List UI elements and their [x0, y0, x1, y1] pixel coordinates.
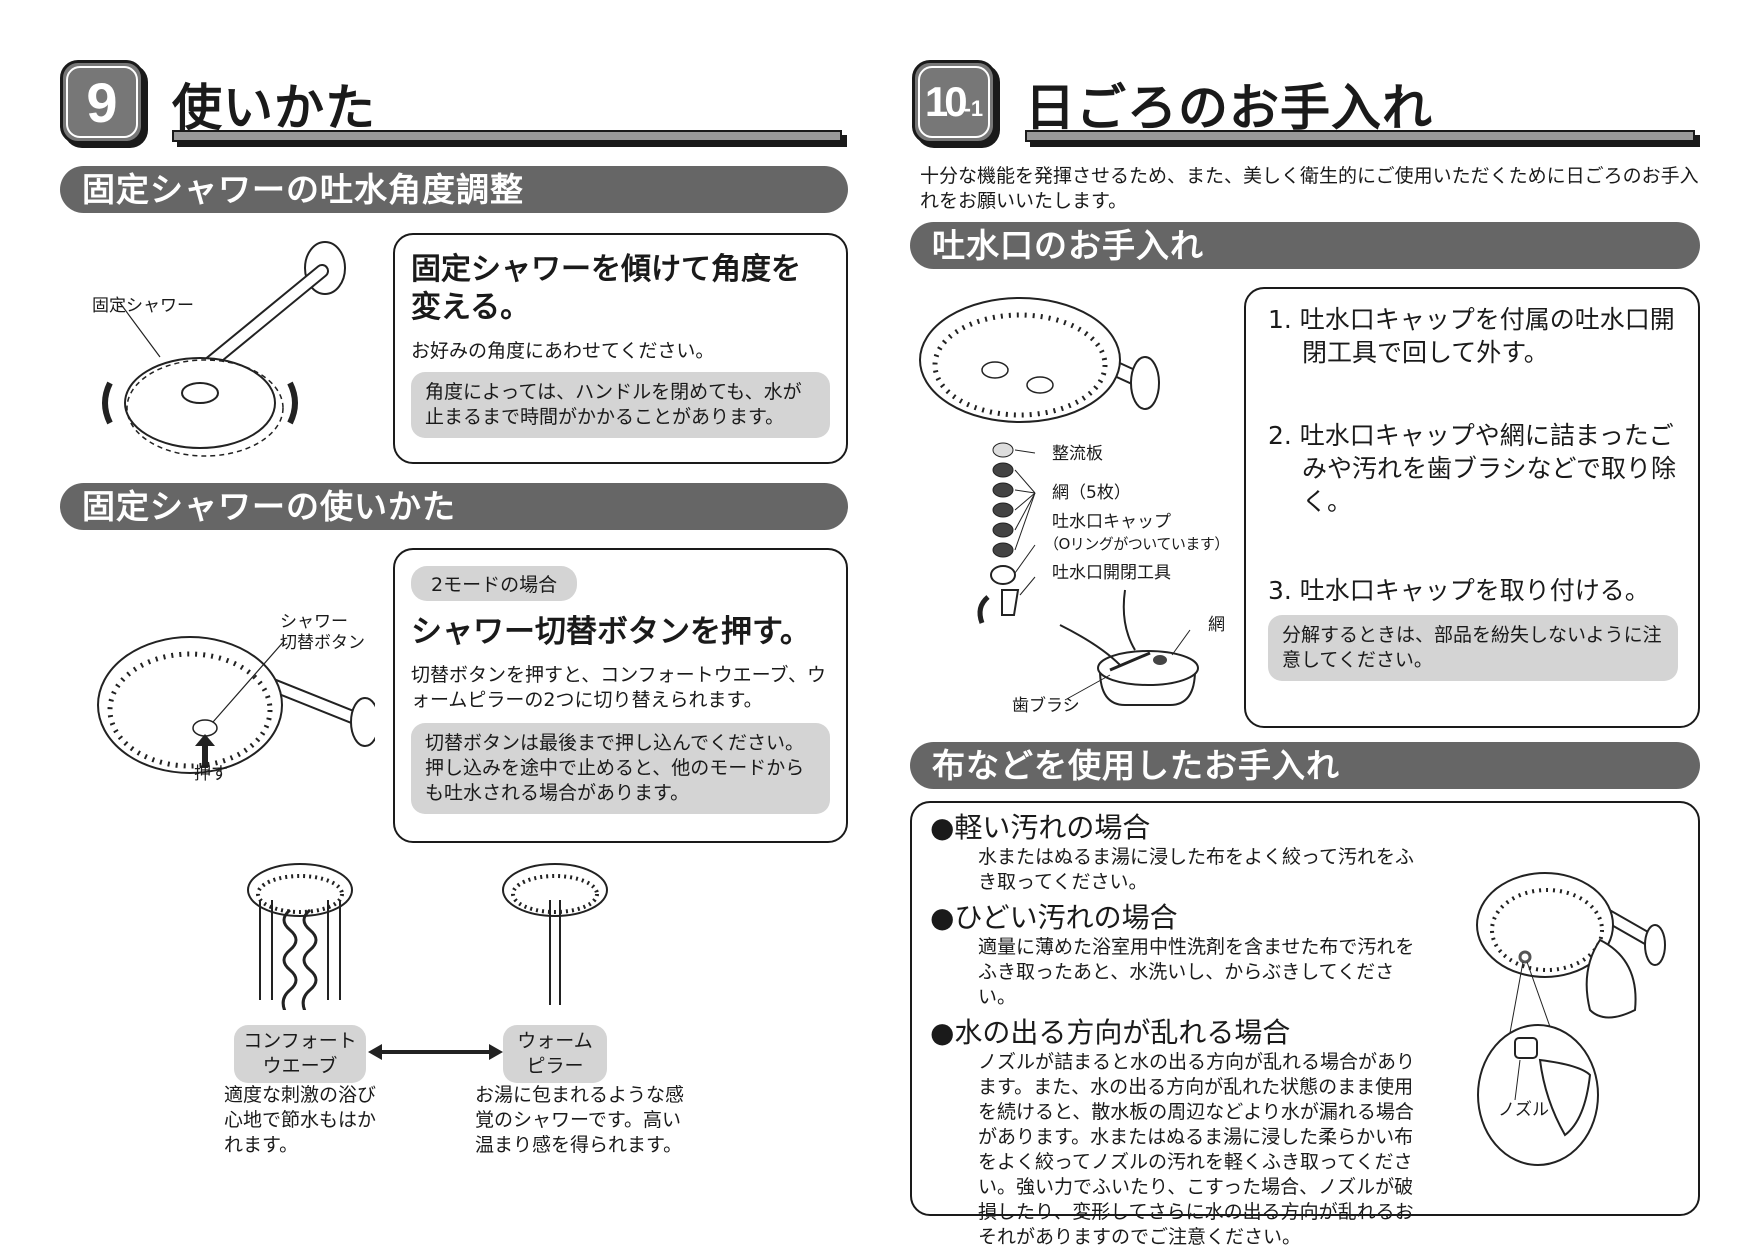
- part-label-spout-cap: 吐水口キャップ: [1052, 512, 1171, 532]
- title-rule: [1025, 130, 1695, 142]
- section-header-usage: 固定シャワーの使いかた: [60, 483, 848, 530]
- water-direction-text: ノズルが詰まると水の出る方向が乱れる場合があります。また、水の出る方向が乱れた状…: [978, 1051, 1416, 1248]
- water-direction-heading: ●水の出る方向が乱れる場合: [930, 1016, 1291, 1049]
- warm-pillar-desc: お湯に包まれるような感覚のシャワーです。高い温まり感を得られます。: [475, 1084, 685, 1156]
- heavy-dirt-heading: ●ひどい汚れの場合: [930, 901, 1178, 934]
- switch-instruction-box: 2モードの場合 シャワー切替ボタンを押す。 切替ボタンを押すと、コンフォートウエ…: [393, 548, 848, 843]
- section-header-angle: 固定シャワーの吐水角度調整: [60, 166, 848, 213]
- part-label-tool: 吐水口開閉工具: [1052, 563, 1171, 583]
- page-title: 使いかた: [172, 79, 376, 137]
- step-3: 3. 吐水口キャップを取り付ける。: [1268, 576, 1650, 605]
- part-label-mesh: 網（5枚）: [1052, 483, 1131, 503]
- angle-text: お好みの角度にあわせてください。: [411, 340, 715, 362]
- switch-button-label: シャワー 切替ボタン: [280, 612, 365, 653]
- push-label: 押す: [194, 764, 228, 784]
- section-badge-10-1: 10-1: [912, 60, 996, 144]
- section-badge: 9: [60, 60, 144, 144]
- angle-heading: 固定シャワーを傾けて角度を変える。: [411, 252, 801, 325]
- angle-instruction-box: 固定シャワーを傾けて角度を変える。 お好みの角度にあわせてください。 角度によっ…: [393, 233, 848, 464]
- badge-number: 10: [924, 78, 968, 125]
- section-header-spout: 吐水口のお手入れ: [910, 222, 1700, 269]
- intro-text: 十分な機能を発揮させるため、また、美しく衛生的にご使用いただくために日ごろのお手…: [920, 165, 1699, 212]
- mode-label-comfort-wave: コンフォート ウエーブ: [234, 1025, 366, 1083]
- comfort-wave-shower-icon: [247, 863, 353, 1010]
- light-dirt-text: 水またはぬるま湯に浸した布をよく絞って汚れをふき取ってください。: [978, 846, 1415, 893]
- badge-number: 9: [86, 70, 118, 134]
- comfort-wave-desc: 適度な刺激の浴び心地で節水もはかれます。: [224, 1084, 377, 1156]
- shower-button-illustration: [97, 636, 375, 774]
- switch-note: 切替ボタンは最後まで押し込んでください。押し込みを途中で止めると、他のモードから…: [411, 723, 830, 814]
- title-rule: [172, 130, 842, 142]
- step-2: 2. 吐水口キャップや網に詰まったごみや汚れを歯ブラシなどで取り除く。: [1268, 421, 1677, 516]
- part-label-net: 網: [1208, 615, 1225, 635]
- heavy-dirt-text: 適量に薄めた浴室用中性洗剤を含ませた布で汚れをふき取ったあと、水洗いし、からぶき…: [978, 936, 1415, 1008]
- mode-illustration: [247, 863, 608, 1010]
- fixed-shower-tilt-illustration: [102, 241, 346, 457]
- nozzle-cleaning-illustration: [1476, 872, 1666, 1166]
- warm-pillar-shower-icon: [502, 863, 608, 1005]
- spout-note: 分解するときは、部品を紛失しないように注意してください。: [1268, 615, 1678, 681]
- mode-pill: 2モードの場合: [411, 566, 578, 601]
- angle-note: 角度によっては、ハンドルを閉めても、水が止まるまで時間がかかることがあります。: [411, 372, 830, 438]
- spout-steps-box: 1. 吐水口キャップを付属の吐水口開閉工具で回して外す。 2. 吐水口キャップや…: [1244, 287, 1700, 728]
- section-header-cloth: 布などを使用したお手入れ: [910, 742, 1700, 789]
- switch-heading: シャワー切替ボタンを押す。: [411, 614, 811, 650]
- part-label-oring: （Oリングがついています）: [1044, 535, 1229, 553]
- step-1: 1. 吐水口キャップを付属の吐水口開閉工具で回して外す。: [1268, 305, 1675, 367]
- part-label-toothbrush: 歯ブラシ: [1012, 696, 1080, 716]
- badge-sub: -1: [963, 96, 984, 121]
- mode-label-warm-pillar: ウォーム ピラー: [503, 1025, 607, 1083]
- double-arrow-icon: [368, 1044, 503, 1060]
- fixed-shower-label: 固定シャワー: [92, 296, 194, 316]
- spout-parts-illustration: [919, 297, 1199, 706]
- light-dirt-heading: ●軽い汚れの場合: [930, 811, 1151, 844]
- switch-text: 切替ボタンを押すと、コンフォートウエーブ、ウォームピラーの2つに切り替えられます…: [411, 664, 826, 711]
- nozzle-label: ノズル: [1498, 1100, 1549, 1120]
- part-label-straightener: 整流板: [1052, 444, 1103, 464]
- page-title-care: 日ごろのお手入れ: [1025, 79, 1433, 137]
